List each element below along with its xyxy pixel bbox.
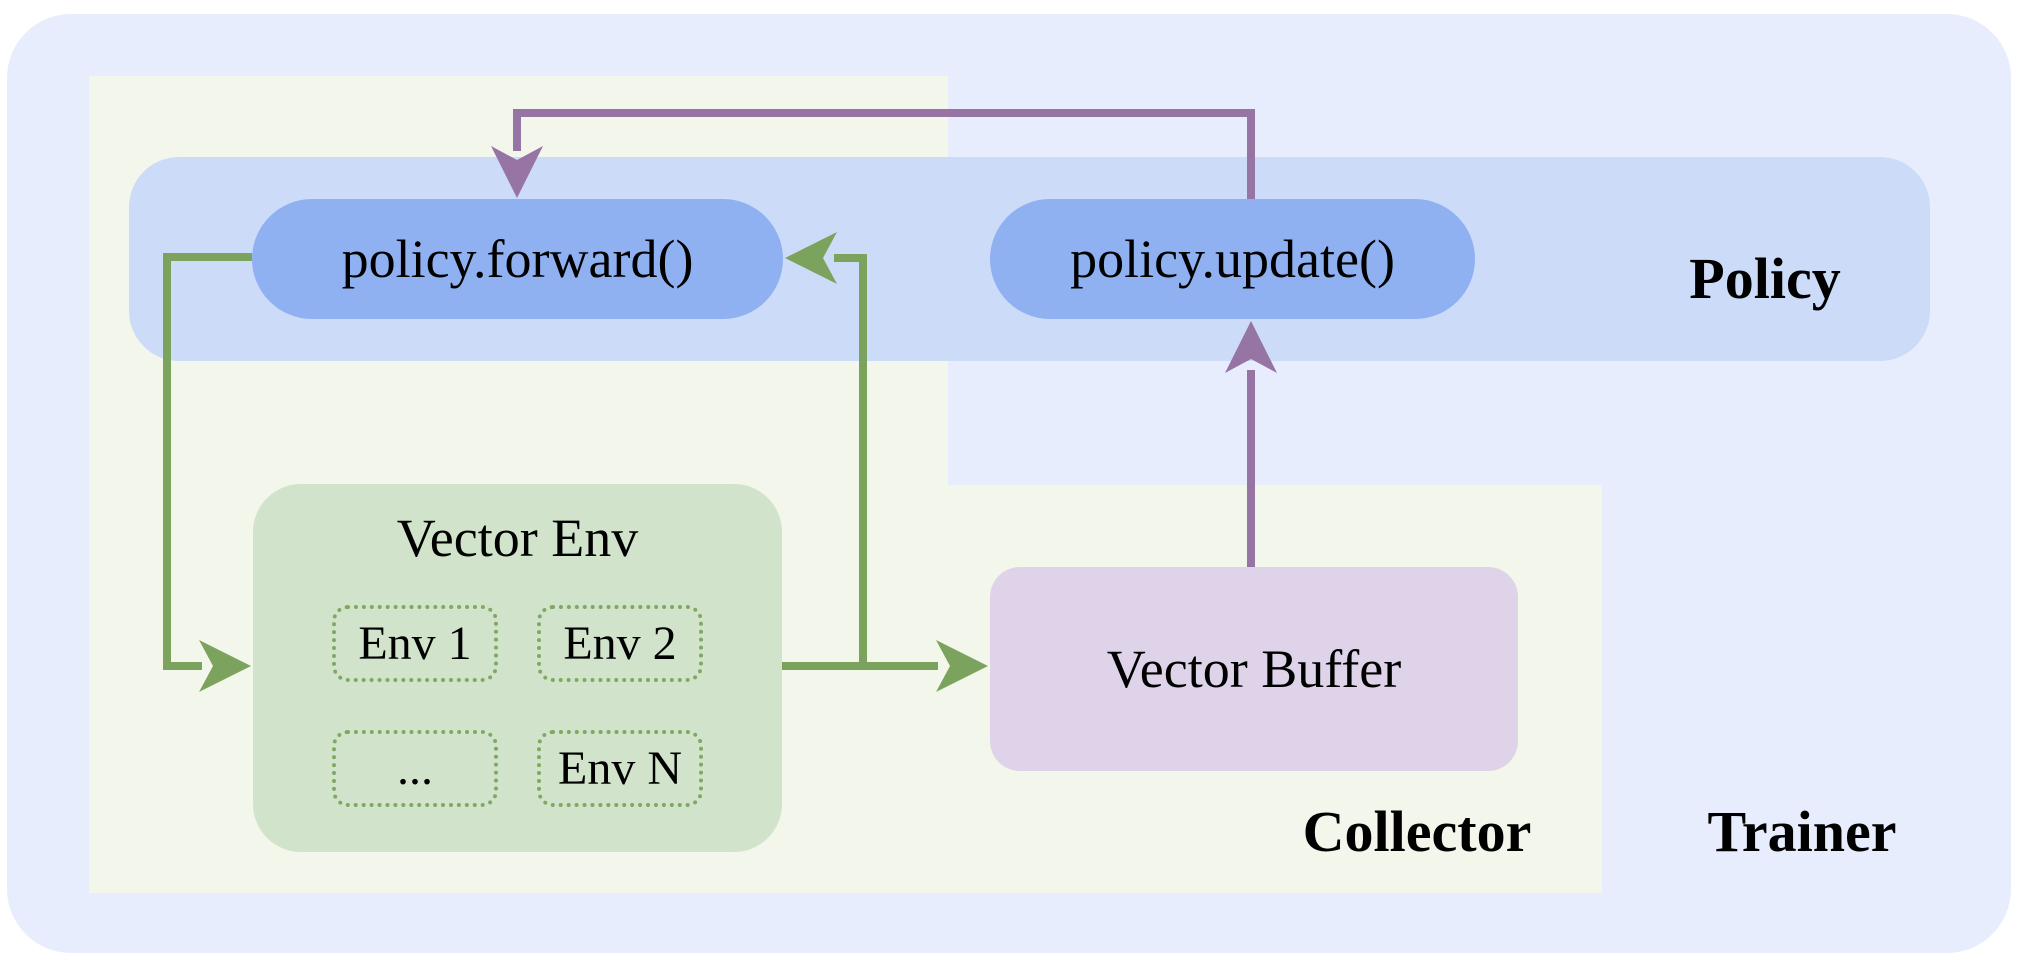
policy-update-pill: policy.update() <box>990 199 1475 319</box>
env-1-cell: Env 1 <box>332 605 498 682</box>
env-n-cell: Env N <box>537 730 703 807</box>
vector-buffer-label: Vector Buffer <box>1106 639 1402 699</box>
policy-zone-label: Policy <box>1689 246 1841 311</box>
policy-forward-label: policy.forward() <box>341 229 694 289</box>
vector-env-title: Vector Env <box>396 508 639 568</box>
trainer-zone-label: Trainer <box>1707 799 1897 864</box>
env-ellipsis-cell: ... <box>332 730 498 807</box>
vector-env-box: Vector Env Env 1 Env 2 ... Env N <box>253 484 782 852</box>
collector-zone-label: Collector <box>1302 799 1532 864</box>
vector-buffer-box: Vector Buffer <box>990 567 1518 771</box>
env-2-cell: Env 2 <box>537 605 703 682</box>
policy-update-label: policy.update() <box>1070 229 1395 289</box>
policy-forward-pill: policy.forward() <box>252 199 783 319</box>
